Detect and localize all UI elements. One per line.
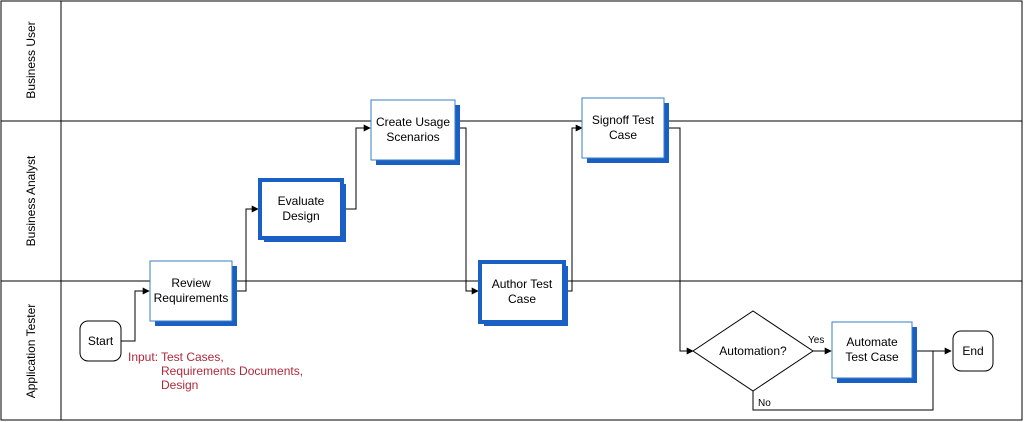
create-usage-scenarios-label-1: Create Usage	[376, 115, 450, 129]
review-requirements-task[interactable]: Review Requirements	[149, 260, 237, 326]
signoff-test-case-label-2: Case	[609, 128, 637, 142]
input-note-line-1: Test Cases,	[161, 350, 224, 364]
lane-label-business-user: Business User	[24, 21, 38, 98]
lane-label-business-analyst: Business Analyst	[24, 155, 38, 246]
connectors	[121, 124, 952, 411]
input-note-prefix: Input:	[128, 350, 158, 364]
signoff-test-case-task[interactable]: Signoff Test Case	[581, 97, 669, 163]
author-test-case-task[interactable]: Author Test Case	[478, 260, 568, 326]
evaluate-design-label-1: Evaluate	[278, 194, 325, 208]
edge-automation-no	[752, 351, 934, 411]
edge-label-no: No	[758, 398, 771, 409]
start-node[interactable]: Start	[79, 320, 122, 362]
edge-start-review	[121, 287, 150, 342]
automate-test-case-label-1: Automate	[846, 335, 898, 349]
edge-author-signoff	[568, 124, 583, 292]
edge-review-evaluate	[236, 205, 259, 292]
evaluate-design-task[interactable]: Evaluate Design	[258, 178, 346, 242]
author-test-case-label-2: Case	[508, 292, 536, 306]
create-usage-scenarios-label-2: Scenarios	[386, 130, 439, 144]
automation-decision[interactable]: Automation?	[692, 310, 814, 392]
automation-decision-label: Automation?	[719, 344, 787, 358]
input-note-line-2: Requirements Documents,	[161, 364, 303, 378]
edge-signoff-automation	[669, 127, 694, 355]
edge-usage-author	[460, 127, 479, 295]
input-note: Input: Test Cases, Requirements Document…	[128, 350, 303, 392]
evaluate-design-label-2: Design	[282, 209, 319, 223]
start-node-label: Start	[88, 334, 114, 348]
review-requirements-label-1: Review	[171, 276, 211, 290]
lane-label-application-tester: Application Tester	[24, 304, 38, 399]
automate-test-case-task[interactable]: Automate Test Case	[831, 321, 917, 383]
create-usage-scenarios-task[interactable]: Create Usage Scenarios	[370, 99, 460, 165]
review-requirements-label-2: Requirements	[154, 291, 229, 305]
author-test-case-label-1: Author Test	[492, 277, 553, 291]
end-node[interactable]: End	[952, 330, 994, 372]
automate-test-case-label-2: Test Case	[845, 350, 899, 364]
edge-evaluate-usage	[346, 124, 371, 210]
end-node-label: End	[962, 344, 983, 358]
input-note-line-3: Design	[161, 378, 198, 392]
edge-label-yes: Yes	[808, 335, 824, 346]
signoff-test-case-label-1: Signoff Test	[592, 113, 655, 127]
